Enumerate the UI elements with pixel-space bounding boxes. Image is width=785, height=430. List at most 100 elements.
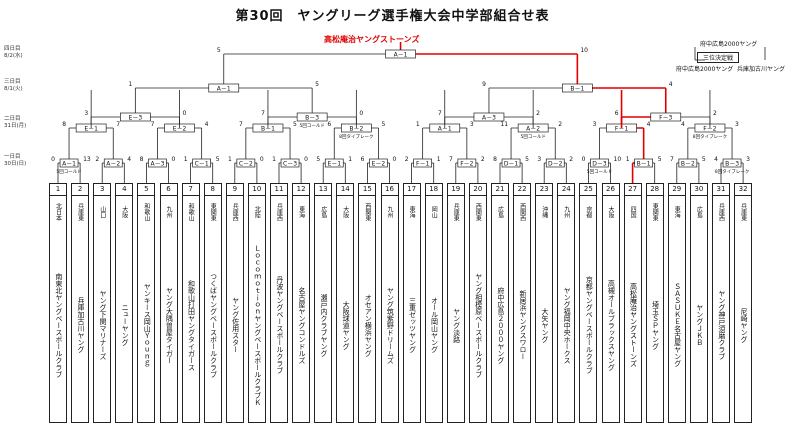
- team-name: オセアン横浜ヤング: [364, 293, 373, 357]
- team-region: 九州: [386, 206, 393, 218]
- team-number: 13: [315, 184, 332, 196]
- r32-right-score: 5: [658, 156, 662, 163]
- r16-left-score: 8: [62, 121, 66, 128]
- team-name: ヤンキース岡山Ｙｏｕｎｇ: [143, 283, 152, 367]
- r32-match-box: [148, 158, 167, 168]
- semi-match-box: [561, 83, 593, 93]
- r16-note: 5回コールド: [520, 134, 545, 140]
- r32-left-score: 2: [405, 156, 409, 163]
- team-region: 兵庫東: [739, 203, 747, 221]
- r16-right-score: 3: [470, 121, 474, 128]
- day-date: 8/2(水): [4, 53, 23, 59]
- r32-match-box: [192, 158, 211, 168]
- qf-match-label: B－3: [305, 114, 319, 121]
- team-name: ＬｏｃｏｍｏｔｉｏｎヤングベースボールクラブＫ: [253, 244, 262, 406]
- team-name: 兵庫加古川ヤング: [76, 297, 85, 353]
- team-name: ニューヤング: [121, 304, 130, 346]
- team-number: 22: [514, 184, 531, 196]
- team-name: ヤング相模原ベースボールクラブ: [474, 272, 483, 378]
- r16-left-score: 11: [500, 121, 508, 128]
- team-number: 1: [50, 184, 66, 196]
- team-region: 広島: [695, 206, 703, 218]
- r16-left-score: 7: [239, 121, 243, 128]
- team-region: 大阪: [341, 206, 349, 218]
- day-label-1: 一日目 30日(日): [4, 154, 26, 168]
- team-number: 2: [72, 184, 89, 196]
- r32-match-label: B－2: [681, 160, 695, 167]
- r32-left-score: 7: [670, 156, 674, 163]
- team-name: オール岡山ヤング: [430, 297, 439, 353]
- team-name: ヤング淡路: [452, 307, 461, 343]
- r16-right-score: 4: [647, 121, 651, 128]
- team-region: 北日本: [54, 203, 62, 221]
- r32-right-score: 3: [746, 156, 750, 163]
- qf-note: 5回コールド: [299, 123, 324, 129]
- r16-match-label: A－1: [438, 125, 452, 132]
- r32-left-score: 5: [316, 156, 320, 163]
- r32-left-score: 1: [184, 156, 188, 163]
- team-number: 7: [182, 184, 199, 196]
- r32-match-box: [369, 158, 388, 168]
- r32-right-score: 4: [127, 156, 131, 163]
- qf-left-score: 7: [438, 110, 442, 117]
- day-name: 三日目: [4, 79, 21, 85]
- team-region: 北陸: [253, 206, 261, 218]
- team-region: 兵庫西: [717, 203, 725, 221]
- final-right-score: 10: [580, 47, 588, 54]
- r32-left-score: 6: [361, 156, 365, 163]
- team-number: 19: [447, 184, 464, 196]
- qf-match-box: [473, 112, 505, 122]
- r32-left-score: 8: [493, 156, 497, 163]
- r32-right-score: 2: [569, 156, 573, 163]
- r32-match-box: [103, 158, 123, 168]
- final-match-label: A－1: [394, 51, 408, 58]
- team-region: 東海: [297, 206, 305, 218]
- qf-match-label: A－3: [482, 114, 496, 121]
- team-number: 11: [271, 184, 287, 196]
- r32-right-score: 5: [525, 156, 529, 163]
- team-number: 32: [735, 184, 752, 196]
- r32-note: 5回コールド: [587, 169, 612, 175]
- team-name: 高松庵治ヤングストーンズ: [629, 283, 638, 367]
- r32-match-label: D－3: [592, 160, 607, 167]
- r32-match-box: [722, 158, 742, 168]
- r16-match-label: A－2: [526, 125, 540, 132]
- r32-right-score: 13: [83, 156, 91, 163]
- third-place-box: 三位決定戦: [697, 52, 740, 63]
- day-name: 四日目: [4, 46, 21, 52]
- team-name: ＳＡＳＵＫＥ名古屋ヤング: [673, 283, 682, 367]
- r16-note: 8回タイブレーク: [339, 133, 373, 140]
- day-date: 30日(日): [4, 161, 27, 167]
- r16-left-score: 3: [593, 121, 597, 128]
- team-card: 12 東海名古屋ヤングコンドルズ: [292, 183, 311, 423]
- r32-match-label: A－2: [106, 160, 120, 167]
- team-region: 東関東: [209, 203, 217, 221]
- r32-left-score: 1: [626, 156, 630, 163]
- r32-match-label: D－1: [504, 160, 519, 167]
- team-region: 四国: [629, 206, 637, 218]
- team-region: 和歌山: [187, 203, 195, 221]
- team-number: 14: [337, 184, 354, 196]
- team-name: 名古屋ヤングコンドルズ: [297, 286, 306, 364]
- r16-match-label: B－2: [349, 125, 363, 132]
- third-place-left-team: 府中広島2000ヤング: [676, 66, 734, 73]
- team-region: 西関東: [363, 203, 371, 221]
- team-name: ヤング福岡中央ホークス: [563, 286, 572, 364]
- r32-match-box: [324, 158, 344, 168]
- r32-match-box: [457, 158, 477, 168]
- team-number: 12: [293, 184, 310, 196]
- team-name: ヤング下関マリナーズ: [99, 290, 108, 360]
- r16-right-score: 7: [116, 121, 120, 128]
- team-region: 兵庫東: [452, 203, 460, 221]
